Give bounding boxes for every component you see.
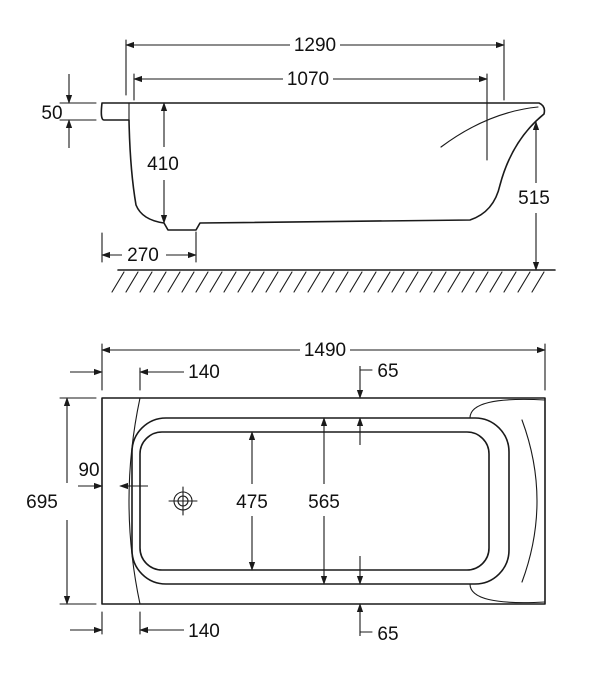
dim-label-inner-width: 475	[236, 492, 268, 513]
dim-label-head-offset-top: 140	[188, 362, 220, 383]
floor-hatch-line	[419, 271, 433, 293]
floor-hatch-line	[503, 271, 517, 293]
floor-hatch-line	[293, 271, 307, 293]
floor-hatch-line	[307, 271, 321, 293]
floor-hatch-line	[321, 271, 335, 293]
floor-hatch-line	[405, 271, 419, 293]
floor-hatch-line	[111, 271, 125, 293]
dim-label-rim-bottom: 65	[377, 624, 398, 645]
dim-label-foot-offset: 270	[127, 245, 159, 266]
dim-label-inner-depth: 410	[147, 154, 179, 175]
floor-hatch-line	[447, 271, 461, 293]
top-view-basin-outer	[131, 417, 510, 585]
dim-label-total-width: 695	[26, 492, 58, 513]
dim-label-head-offset-bottom: 140	[188, 621, 220, 642]
floor-hatch-line	[167, 271, 181, 293]
floor-hatching	[111, 271, 545, 293]
floor-hatch-line	[125, 271, 139, 293]
floor-hatch-line	[195, 271, 209, 293]
floor-hatch-line	[391, 271, 405, 293]
floor-hatch-line	[223, 271, 237, 293]
dim-label-top-total-length: 1490	[304, 340, 346, 361]
top-view-backrest-arc	[521, 419, 538, 583]
floor-hatch-line	[517, 271, 531, 293]
dim-label-total-height: 515	[518, 188, 550, 209]
dim-label-rim-height: 50	[41, 103, 62, 124]
floor-hatch-line	[251, 271, 265, 293]
top-view-basin-floor	[139, 431, 490, 571]
floor-hatch-line	[363, 271, 377, 293]
floor-hatch-line	[335, 271, 349, 293]
drain-icon	[168, 486, 198, 516]
top-view-head-end-curve	[128, 397, 141, 605]
dim-label-mid-width: 565	[308, 492, 340, 513]
floor-hatch-line	[377, 271, 391, 293]
floor-hatch-line	[153, 271, 167, 293]
floor-hatch-line	[139, 271, 153, 293]
dim-label-side-total-length: 1290	[294, 35, 336, 56]
dim-label-rim-top: 65	[377, 361, 398, 382]
floor-hatch-line	[349, 271, 363, 293]
top-view-outer-rim	[101, 397, 546, 605]
top-view: 1490 140 140 65 65 695 90	[26, 340, 546, 645]
floor-hatch-line	[461, 271, 475, 293]
floor-hatch-line	[531, 271, 545, 293]
floor-hatch-line	[209, 271, 223, 293]
floor-hatch-line	[433, 271, 447, 293]
floor-hatch-line	[181, 271, 195, 293]
dim-label-side-inner-length: 1070	[287, 69, 329, 90]
floor-hatch-line	[265, 271, 279, 293]
floor-hatch-line	[489, 271, 503, 293]
side-view: 1290 1070 50 410 515 270	[41, 35, 556, 293]
floor-hatch-line	[237, 271, 251, 293]
floor-hatch-line	[475, 271, 489, 293]
floor-hatch-line	[279, 271, 293, 293]
top-view-backrest-curves	[469, 398, 546, 604]
side-view-backrest-curve	[440, 106, 539, 148]
dim-label-end-rim: 90	[78, 460, 99, 481]
